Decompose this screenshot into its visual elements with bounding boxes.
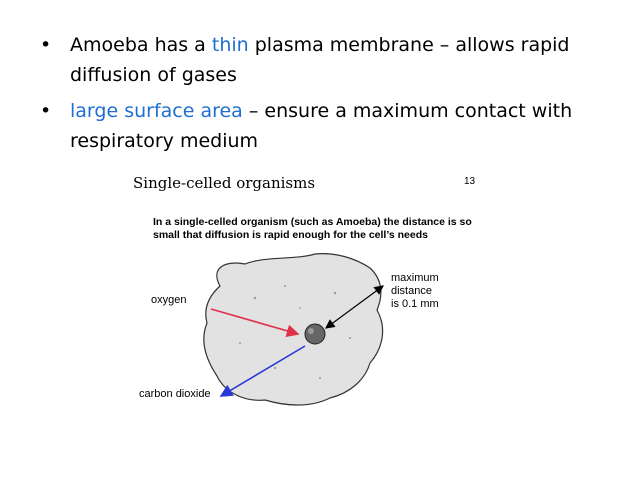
bullet-marker: •	[40, 100, 52, 122]
bullet-marker: •	[40, 34, 52, 56]
nucleus	[304, 323, 326, 345]
carbon-dioxide-label: carbon dioxide	[139, 388, 211, 400]
figure-number: 13	[464, 176, 476, 187]
bullet-text-rest: – ensure a maximum contact with respirat…	[70, 100, 573, 152]
amoeba-diagram: Single-celled organisms 13 In a single-c…	[125, 168, 505, 433]
cell-body	[203, 253, 384, 406]
max-distance-line1: maximum	[391, 272, 439, 284]
highlight-thin: thin	[211, 34, 249, 56]
max-distance-label: maximum distance is 0.1 mm	[391, 272, 439, 311]
co2-arrow	[219, 345, 306, 397]
max-distance-line3: is 0.1 mm	[391, 298, 439, 310]
bullet-text: Amoeba has a	[70, 34, 212, 56]
figure-title: Single-celled organisms	[133, 174, 316, 192]
max-distance-arrow	[325, 285, 384, 329]
bullet-text-rest: plasma membrane – allows rapid diffusion…	[70, 34, 570, 86]
highlight-surface-area: large surface area	[70, 100, 243, 122]
max-distance-line2: distance	[391, 285, 432, 297]
figure-caption: In a single-celled organism (such as Amo…	[153, 216, 472, 241]
amoeba-illustration	[203, 253, 384, 406]
oxygen-arrow	[210, 308, 300, 338]
oxygen-label: oxygen	[151, 294, 187, 306]
bullet-item-membrane: • Amoeba has a thin plasma membrane – al…	[40, 30, 620, 90]
bullet-list: • Amoeba has a thin plasma membrane – al…	[40, 30, 620, 162]
bullet-item-surface-area: • large surface area – ensure a maximum …	[40, 96, 620, 156]
